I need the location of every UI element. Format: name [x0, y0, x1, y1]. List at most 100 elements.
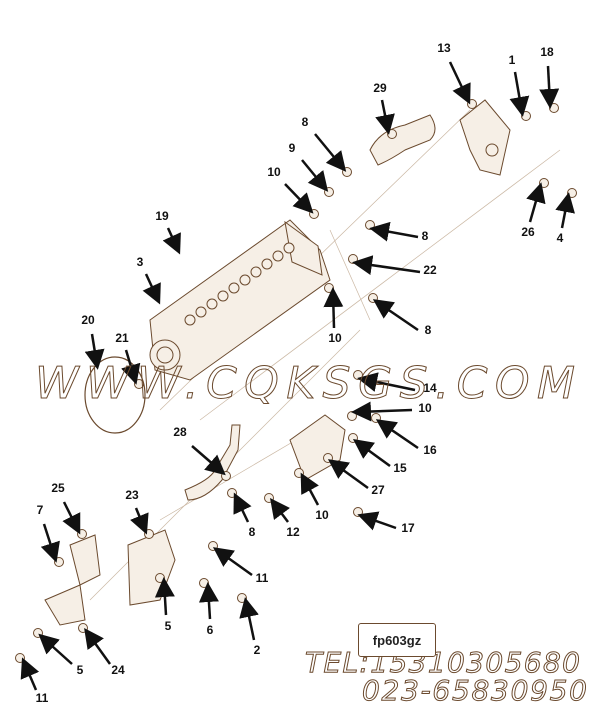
callout-arrow	[84, 627, 112, 665]
part-number-label: 27	[371, 483, 385, 497]
watermark-tel: TEL:15310305680	[305, 646, 580, 679]
o-ring-20	[84, 356, 146, 434]
callout-arrow	[121, 349, 141, 385]
small-part	[348, 433, 358, 443]
part-number-label: 21	[115, 331, 129, 345]
part-number-label: 7	[37, 503, 44, 517]
small-part	[371, 413, 381, 423]
callout-arrow	[323, 287, 344, 329]
callout-arrow	[448, 61, 471, 105]
small-part	[539, 178, 549, 188]
part-number-label: 18	[540, 45, 554, 59]
part-number-label: 8	[249, 525, 256, 539]
part-number-label: 17	[401, 521, 415, 535]
small-part	[365, 220, 375, 230]
part-number-label: 10	[328, 331, 342, 345]
small-part	[342, 167, 352, 177]
bracket-25	[44, 534, 101, 626]
drawing-code-box: fp603gz	[358, 623, 436, 657]
callout-arrow	[300, 472, 320, 506]
small-part	[387, 129, 397, 139]
callout-arrow	[351, 401, 413, 422]
part-number-label: 16	[423, 443, 437, 457]
callout-arrows	[20, 61, 575, 691]
callout-arrow	[284, 183, 314, 214]
small-part	[521, 111, 531, 121]
part-number-label: 28	[173, 425, 187, 439]
callout-arrow	[526, 182, 546, 223]
watermark-website: WWW.CQKSGS.COM	[35, 358, 575, 409]
pump-element	[217, 290, 229, 302]
small-part	[227, 488, 237, 498]
small-part	[467, 99, 477, 109]
part-number-label: 13	[437, 41, 451, 55]
part-number-label: 29	[373, 81, 387, 95]
small-part	[323, 453, 333, 463]
pump-element	[206, 298, 218, 310]
fuel-pump	[149, 219, 331, 381]
part-number-label: 25	[51, 481, 65, 495]
callout-arrow	[40, 523, 60, 563]
bracket-13	[459, 99, 511, 176]
callout-arrow	[38, 633, 73, 665]
small-part	[567, 188, 577, 198]
part-number-label: 10	[315, 508, 329, 522]
callout-arrow	[270, 498, 290, 523]
callout-arrow	[352, 255, 421, 276]
part-number-label: 3	[137, 255, 144, 269]
part-number-label: 15	[393, 461, 407, 475]
part-number-label: 6	[207, 623, 214, 637]
part-number-label: 26	[521, 225, 535, 239]
callout-arrow	[327, 459, 369, 490]
small-part	[33, 628, 43, 638]
part-number-label: 24	[111, 663, 125, 677]
part-number-label: 11	[256, 571, 269, 585]
callout-arrow	[314, 133, 347, 172]
part-number-label: 5	[77, 663, 84, 677]
small-part	[294, 468, 304, 478]
part-number-label: 4	[557, 231, 564, 245]
small-part	[78, 623, 88, 633]
callout-arrow	[375, 419, 419, 450]
callout-arrow	[357, 511, 397, 531]
callout-arrow	[162, 227, 181, 255]
part-number-label: 20	[81, 313, 95, 327]
callout-arrow	[142, 273, 161, 305]
callout-arrow	[84, 333, 105, 370]
callout-arrow	[212, 547, 253, 577]
callout-arrow	[357, 372, 416, 392]
small-part	[324, 283, 334, 293]
small-part	[208, 541, 218, 551]
pump-element	[228, 282, 240, 294]
small-part	[54, 557, 64, 567]
pump-element	[250, 266, 262, 278]
small-part	[77, 529, 87, 539]
part-number-label: 8	[302, 115, 309, 129]
bracket-23	[127, 529, 176, 606]
small-part	[324, 187, 334, 197]
pump-element	[239, 274, 251, 286]
callout-arrow	[539, 65, 560, 109]
part-number-label: 10	[418, 401, 432, 415]
callout-arrow	[352, 439, 391, 468]
small-part	[237, 593, 247, 603]
callout-arrow	[191, 445, 226, 476]
watermark-phone: 023-65830950	[362, 674, 587, 707]
small-part	[348, 254, 358, 264]
callout-arrow	[301, 159, 329, 192]
part-number-label: 23	[125, 488, 139, 502]
callout-arrow	[20, 657, 40, 691]
pump-element	[272, 250, 284, 262]
pump-element	[283, 242, 295, 254]
small-part	[309, 209, 319, 219]
callout-arrow	[130, 507, 149, 535]
pump-element	[184, 314, 196, 326]
callout-arrow	[154, 577, 175, 616]
fuel-line-28	[184, 424, 241, 501]
callout-arrow	[198, 582, 219, 620]
pump-element	[195, 306, 207, 318]
part-number-label: 19	[155, 209, 169, 223]
